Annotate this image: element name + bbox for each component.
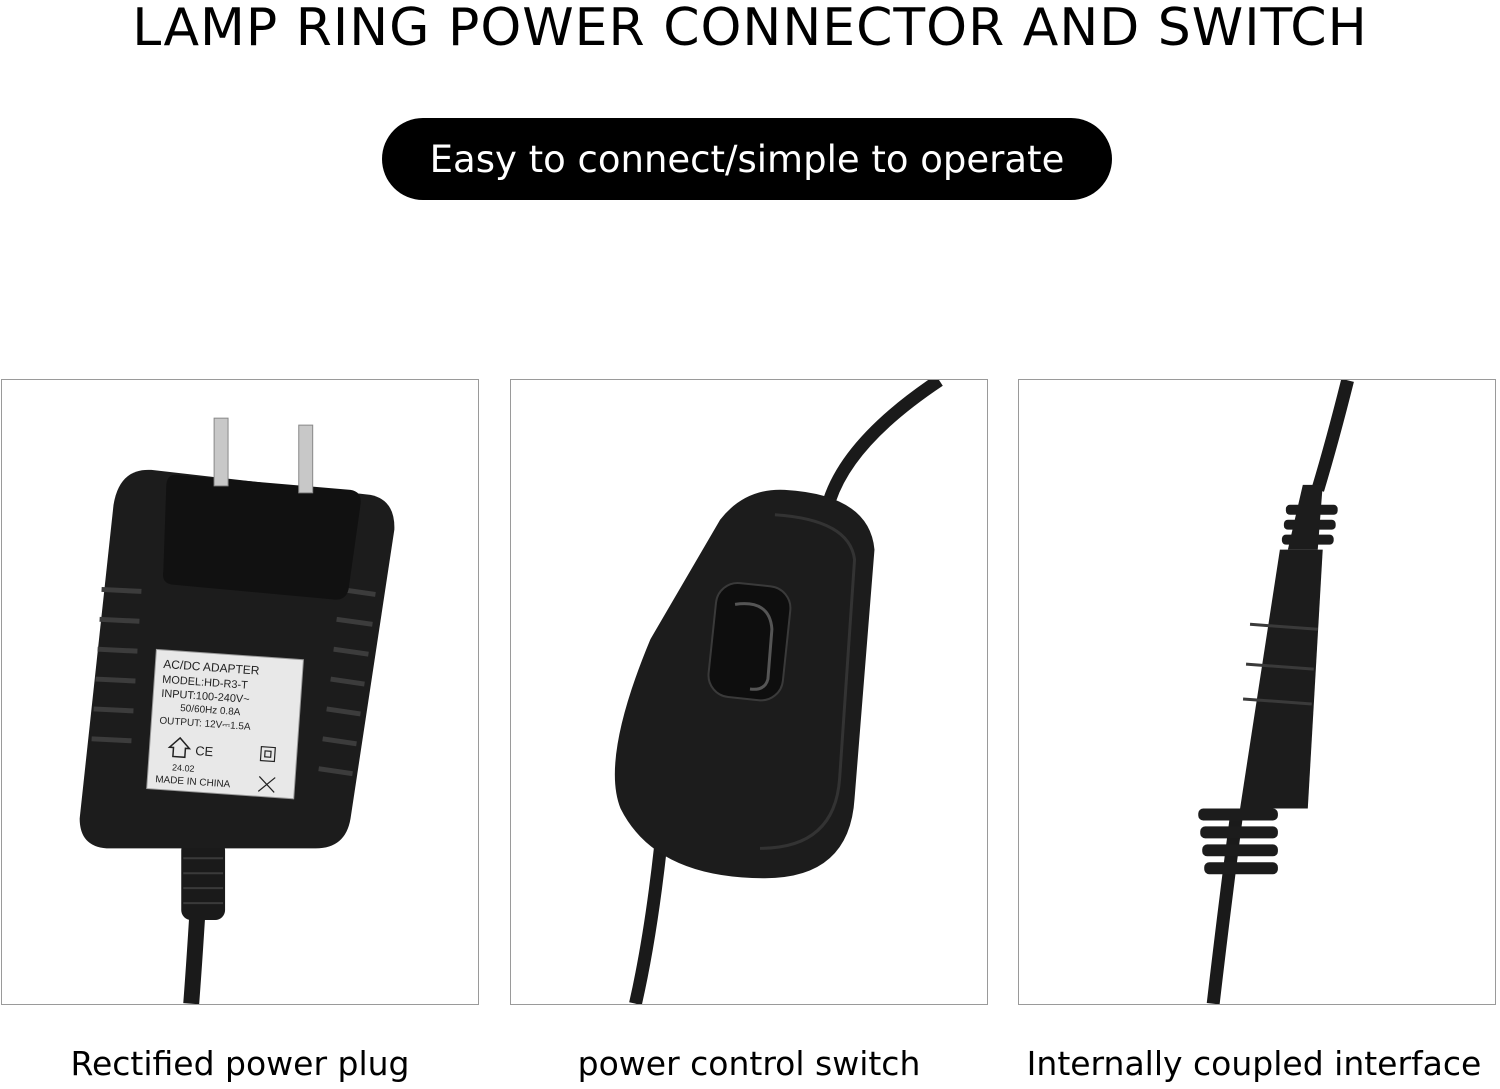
adapter-label-line2: MODEL:HD-R3-T xyxy=(162,674,249,692)
home-use-icon xyxy=(167,736,192,759)
tagline-badge: Easy to connect/simple to operate xyxy=(382,118,1112,200)
caption-coupled-interface: Internally coupled interface xyxy=(1026,1044,1482,1083)
inline-switch-icon xyxy=(614,380,943,1004)
power-adapter-icon: AC/DC ADAPTER MODEL:HD-R3-T INPUT:100-24… xyxy=(79,417,395,1004)
caption-power-switch: power control switch xyxy=(577,1044,921,1083)
panel-power-plug: AC/DC ADAPTER MODEL:HD-R3-T INPUT:100-24… xyxy=(1,379,479,1005)
weee-bin-icon xyxy=(257,776,276,793)
adapter-code: 24.02 xyxy=(172,762,195,774)
panel-power-switch xyxy=(510,379,988,1005)
panel-coupled-interface xyxy=(1018,379,1496,1005)
dc-connector-icon xyxy=(1198,380,1354,1004)
adapter-label-line4: 50/60Hz 0.8A xyxy=(180,703,241,718)
ce-mark: CE xyxy=(195,743,214,759)
double-insulation-icon xyxy=(259,746,276,763)
page-title: LAMP RING POWER CONNECTOR AND SWITCH xyxy=(132,0,1368,58)
tagline-text: Easy to connect/simple to operate xyxy=(429,137,1065,181)
adapter-origin: MADE IN CHINA xyxy=(155,774,231,790)
adapter-label-line1: AC/DC ADAPTER xyxy=(163,657,260,678)
caption-power-plug: Rectified power plug xyxy=(70,1044,410,1083)
